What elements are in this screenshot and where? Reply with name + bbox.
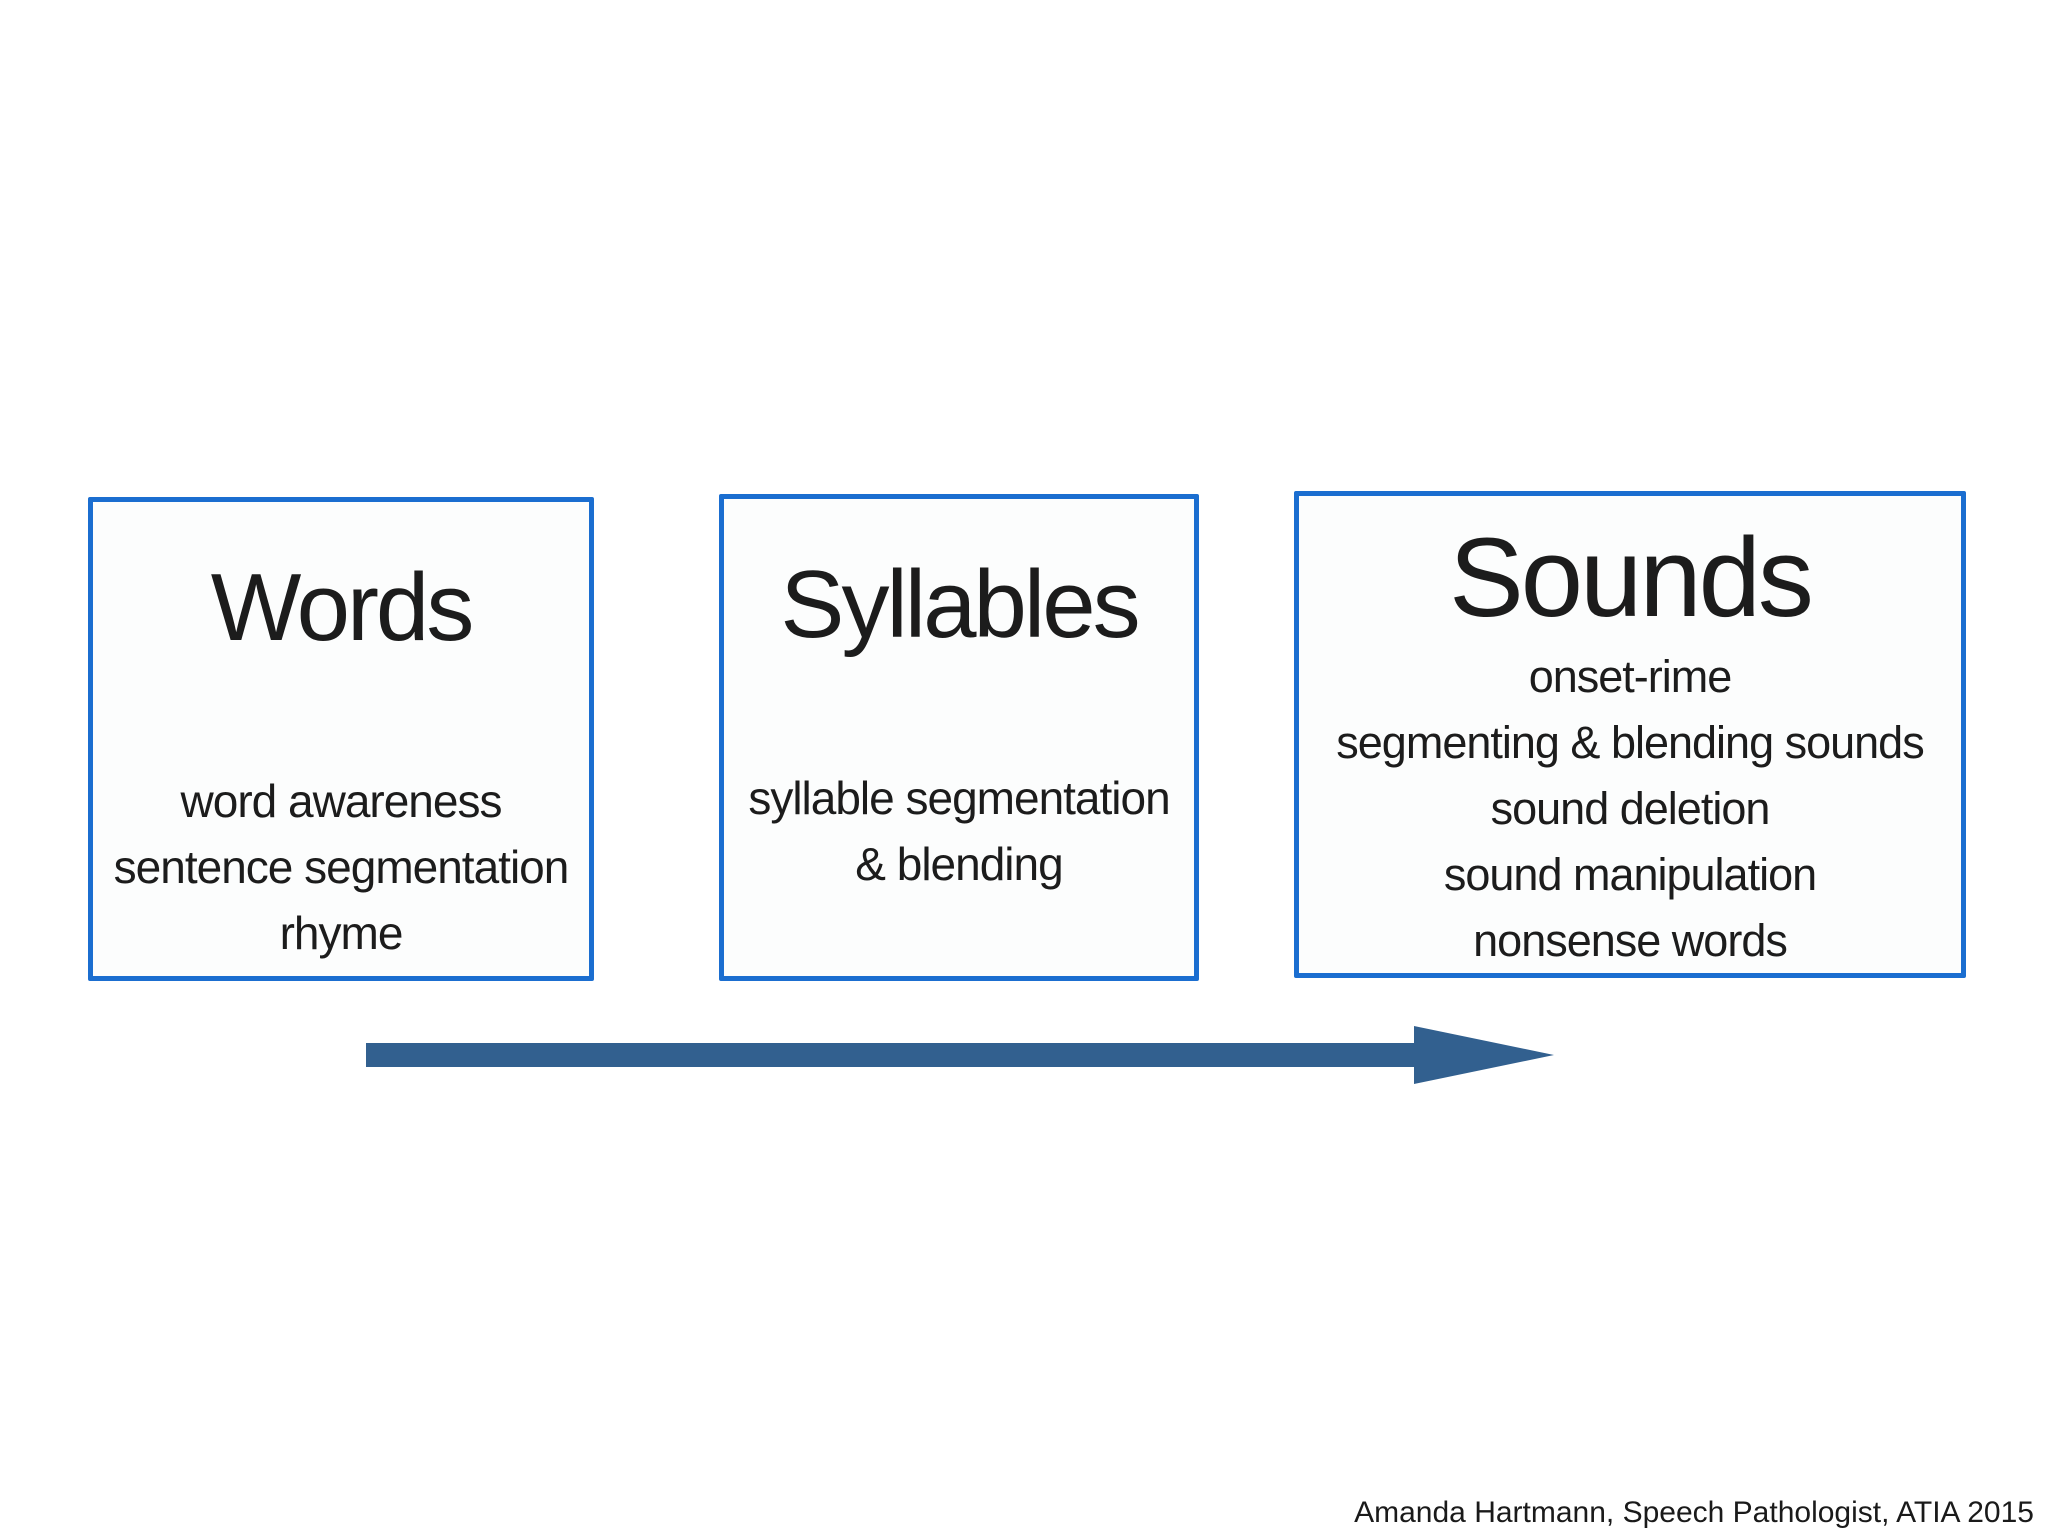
words-box-line: sentence segmentation [113,841,570,893]
syllables-box-title: Syllables [780,551,1140,658]
arrow-shaft [366,1043,1422,1067]
words-box-line: rhyme [279,907,404,959]
attribution-text: Amanda Hartmann, Speech Pathologist, ATI… [1354,1496,2034,1529]
sounds-box-body: onset-rime segmenting & blending sounds … [1299,644,1961,974]
progression-arrow-icon [366,1026,1554,1084]
words-box-title: Words [210,554,475,661]
sounds-box-line: nonsense words [1473,915,1788,966]
arrow-head-icon [1414,1026,1554,1084]
words-box: Words word awareness sentence segmentati… [88,497,594,981]
sounds-box: Sounds onset-rime segmenting & blending … [1294,491,1966,978]
syllables-box-body: syllable segmentation & blending [724,765,1194,897]
sounds-box-line: sound manipulation [1443,849,1817,900]
syllables-box-line: & blending [855,838,1063,890]
words-box-line: word awareness [180,775,503,827]
sounds-box-line: segmenting & blending sounds [1336,717,1924,768]
words-box-body: word awareness sentence segmentation rhy… [93,768,589,966]
sounds-box-line: onset-rime [1528,651,1733,702]
sounds-box-line: sound deletion [1490,783,1771,834]
syllables-box-line: syllable segmentation [748,772,1170,824]
sounds-box-title: Sounds [1449,515,1814,640]
syllables-box: Syllables syllable segmentation & blendi… [719,494,1199,981]
